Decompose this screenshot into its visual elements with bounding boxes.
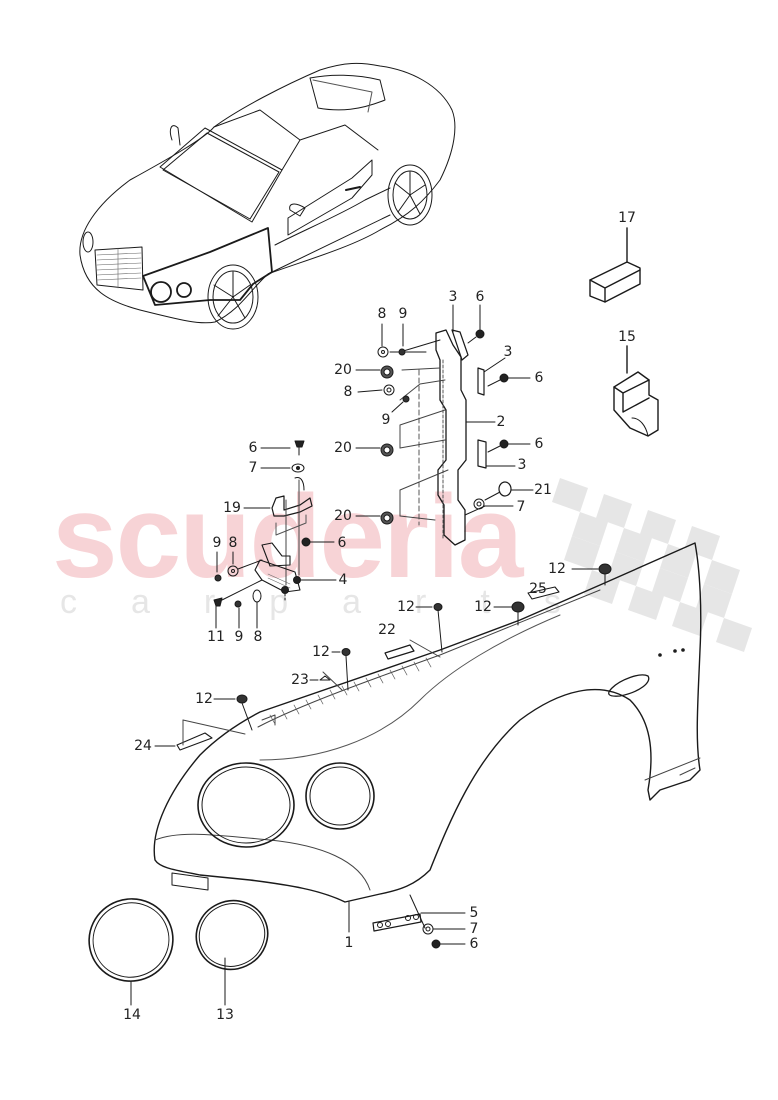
callout-12[interactable]: 12 xyxy=(195,691,213,707)
callout-11[interactable]: 11 xyxy=(207,629,225,645)
part-5-strip xyxy=(372,894,466,949)
callout-8[interactable]: 8 xyxy=(228,535,238,551)
callout-8[interactable]: 8 xyxy=(343,384,353,400)
callout-7[interactable]: 7 xyxy=(469,921,479,937)
callout-6[interactable]: 6 xyxy=(534,436,544,452)
callout-22[interactable]: 22 xyxy=(378,622,396,638)
callout-17[interactable]: 17 xyxy=(618,210,636,226)
callout-23[interactable]: 23 xyxy=(291,672,309,688)
callout-6[interactable]: 6 xyxy=(534,370,544,386)
callout-5[interactable]: 5 xyxy=(469,905,479,921)
callout-9[interactable]: 9 xyxy=(398,306,408,322)
callout-6[interactable]: 6 xyxy=(475,289,485,305)
callout-4[interactable]: 4 xyxy=(338,572,348,588)
part-15-bracket xyxy=(613,345,659,437)
callout-19[interactable]: 19 xyxy=(223,500,241,516)
part-2-bracket xyxy=(389,329,496,546)
callout-13[interactable]: 13 xyxy=(216,1007,234,1023)
callout-12[interactable]: 12 xyxy=(312,644,330,660)
callout-14[interactable]: 14 xyxy=(123,1007,141,1023)
callout-12[interactable]: 12 xyxy=(548,561,566,577)
part-1-fender xyxy=(153,542,702,933)
callout-20[interactable]: 20 xyxy=(334,440,352,456)
callout-15[interactable]: 15 xyxy=(618,329,636,345)
callout-6[interactable]: 6 xyxy=(248,440,258,456)
car-overview-illustration xyxy=(79,62,456,330)
part-2-fasteners xyxy=(355,323,410,525)
callout-9[interactable]: 9 xyxy=(381,412,391,428)
part-3-clips xyxy=(451,304,534,510)
callout-6[interactable]: 6 xyxy=(469,936,479,952)
callout-9[interactable]: 9 xyxy=(212,535,222,551)
callout-21[interactable]: 21 xyxy=(534,482,552,498)
callout-7[interactable]: 7 xyxy=(516,499,526,515)
part-17-block xyxy=(589,227,641,303)
callout-3[interactable]: 3 xyxy=(503,344,513,360)
callout-9[interactable]: 9 xyxy=(234,629,244,645)
hinge-assembly xyxy=(213,440,337,629)
callout-8[interactable]: 8 xyxy=(253,629,263,645)
callout-20[interactable]: 20 xyxy=(334,508,352,524)
callout-12[interactable]: 12 xyxy=(474,599,492,615)
headlamp-rings xyxy=(88,898,269,1006)
callout-20[interactable]: 20 xyxy=(334,362,352,378)
callout-24[interactable]: 24 xyxy=(134,738,152,754)
callout-8[interactable]: 8 xyxy=(377,306,387,322)
callout-1[interactable]: 1 xyxy=(344,935,354,951)
fender-top-fasteners xyxy=(154,563,612,751)
callout-6[interactable]: 6 xyxy=(337,535,347,551)
callout-3[interactable]: 3 xyxy=(448,289,458,305)
callout-25[interactable]: 25 xyxy=(529,581,547,597)
callout-7[interactable]: 7 xyxy=(248,460,258,476)
callout-3[interactable]: 3 xyxy=(517,457,527,473)
callout-12[interactable]: 12 xyxy=(397,599,415,615)
callout-2[interactable]: 2 xyxy=(496,414,506,430)
